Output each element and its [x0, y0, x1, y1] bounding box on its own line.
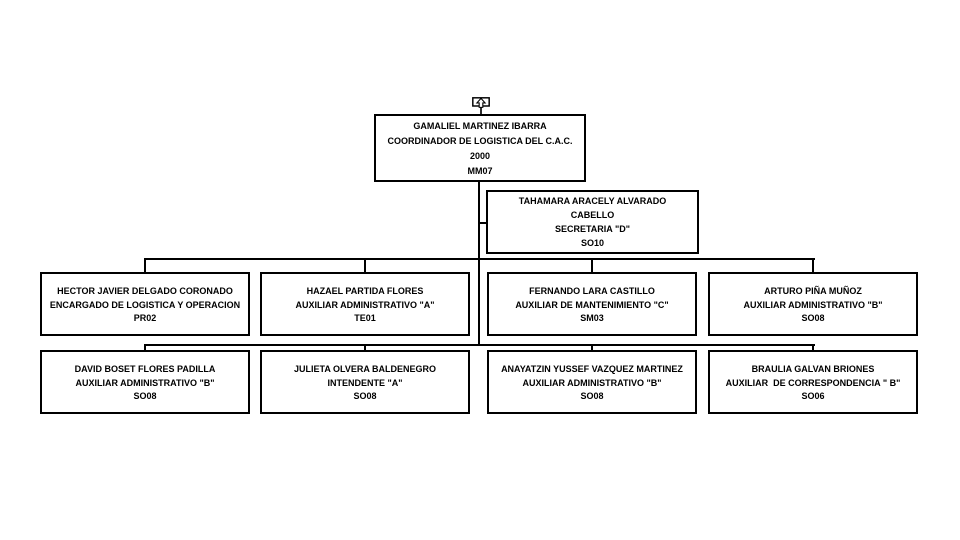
connector-rail-row3: [144, 344, 815, 346]
person-title: ENCARGADO DE LOGISTICA Y OPERACION: [49, 299, 241, 310]
person-name: ARTURO PIÑA MUÑOZ: [764, 286, 862, 296]
org-node-aux-administrativo-b1: ARTURO PIÑA MUÑOZ AUXILIAR ADMINISTRATIV…: [708, 272, 918, 336]
person-name: DAVID BOSET FLORES PADILLA: [74, 364, 216, 374]
person-name: FERNANDO LARA CASTILLO: [529, 286, 655, 296]
connector-stub: [591, 346, 593, 351]
person-name: JULIETA OLVERA BALDENEGRO: [293, 364, 436, 374]
person-title: AUXILIAR ADMINISTRATIVO "A": [295, 299, 435, 310]
org-node-coordinador: GAMALIEL MARTINEZ IBARRA COORDINADOR DE …: [374, 114, 586, 182]
position-code: PR02: [133, 313, 157, 323]
connector-stub: [144, 260, 146, 272]
up-arrow-link-icon[interactable]: [469, 96, 493, 116]
person-title: AUXILIAR ADMINISTRATIVO "B": [75, 377, 215, 388]
person-title: COORDINADOR DE LOGISTICA DEL C.A.C.: [387, 136, 573, 146]
position-code: SM03: [580, 313, 604, 323]
person-name: HAZAEL PARTIDA FLORES: [306, 286, 424, 296]
connector-stub: [144, 346, 146, 351]
person-name: TAHAMARA ARACELY ALVARADO: [518, 196, 667, 206]
connector-stub: [364, 260, 366, 272]
org-node-aux-mantenimiento: FERNANDO LARA CASTILLO AUXILIAR DE MANTE…: [487, 272, 697, 336]
org-node-encargado-logistica: HECTOR JAVIER DELGADO CORONADO ENCARGADO…: [40, 272, 250, 336]
connector-stub: [591, 260, 593, 272]
position-code: SO08: [353, 391, 377, 401]
org-node-aux-administrativo-b2: DAVID BOSET FLORES PADILLA AUXILIAR ADMI…: [40, 350, 250, 414]
connector-stub: [364, 346, 366, 351]
person-name: CABELLO: [570, 210, 615, 220]
person-name: ANAYATZIN YUSSEF VAZQUEZ MARTINEZ: [501, 364, 683, 374]
person-name: BRAULIA GALVAN BRIONES: [751, 364, 875, 374]
position-code: SO06: [801, 391, 825, 401]
person-title: SECRETARIA "D": [554, 224, 631, 234]
org-node-secretaria: TAHAMARA ARACELY ALVARADO CABELLO SECRET…: [486, 190, 699, 254]
position-code: MM07: [467, 166, 493, 176]
person-name: HECTOR JAVIER DELGADO CORONADO: [57, 286, 233, 296]
person-title: INTENDENTE "A": [327, 377, 403, 388]
org-node-aux-administrativo-b3: ANAYATZIN YUSSEF VAZQUEZ MARTINEZ AUXILI…: [487, 350, 697, 414]
person-name: GAMALIEL MARTINEZ IBARRA: [413, 121, 547, 131]
connector-stub: [812, 346, 814, 351]
position-code: SO08: [801, 313, 825, 323]
person-title: AUXILIAR DE MANTENIMIENTO "C": [515, 299, 669, 310]
org-node-aux-correspondencia: BRAULIA GALVAN BRIONES AUXILIAR DE CORRE…: [708, 350, 918, 414]
person-title: AUXILIAR DE CORRESPONDENCIA " B": [725, 377, 901, 388]
org-node-aux-administrativo-a: HAZAEL PARTIDA FLORES AUXILIAR ADMINISTR…: [260, 272, 470, 336]
position-code: TE01: [354, 313, 376, 323]
connector-trunk: [478, 182, 480, 346]
connector-rail-row2: [144, 258, 815, 260]
unit-number: 2000: [469, 151, 491, 161]
connector-assistant-branch: [480, 222, 486, 224]
position-code: SO08: [133, 391, 157, 401]
connector-stub: [812, 260, 814, 272]
person-title: AUXILIAR ADMINISTRATIVO "B": [522, 377, 662, 388]
org-node-intendente: JULIETA OLVERA BALDENEGRO INTENDENTE "A"…: [260, 350, 470, 414]
position-code: SO10: [580, 238, 604, 248]
position-code: SO08: [580, 391, 604, 401]
person-title: AUXILIAR ADMINISTRATIVO "B": [743, 299, 883, 310]
